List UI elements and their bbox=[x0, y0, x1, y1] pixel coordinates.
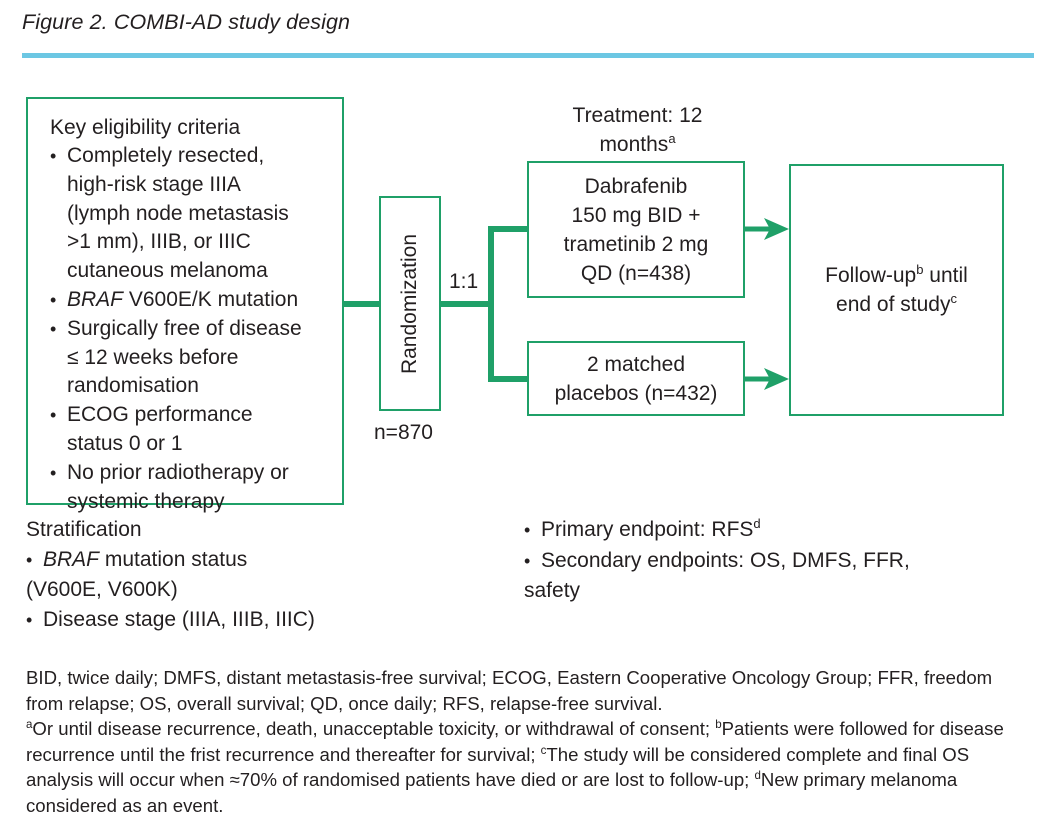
eligibility-criteria-box: Key eligibility criteria Completely rese… bbox=[26, 97, 344, 513]
footnotes-block: BID, twice daily; DMFS, distant metastas… bbox=[26, 665, 1034, 819]
footnote-marker-d: d bbox=[753, 516, 761, 531]
allocation-ratio-label: 1:1 bbox=[449, 270, 479, 293]
footnote-marker-a: a bbox=[668, 131, 676, 146]
bullet-glyph-icon: • bbox=[524, 550, 531, 571]
footnote-marker-b: b bbox=[715, 719, 722, 731]
criteria-list: Completely resected,high-risk stage IIIA… bbox=[50, 142, 332, 516]
endpoint-secondary: •Secondary endpoints: OS, DMFS, FFR, bbox=[524, 546, 994, 577]
endpoints-block: •Primary endpoint: RFSd •Secondary endpo… bbox=[524, 515, 994, 606]
footnote-marker-d: d bbox=[754, 770, 761, 783]
randomization-label: Randomization bbox=[398, 233, 421, 374]
randomization-box: Randomization bbox=[379, 196, 441, 411]
stratification-item-braf-continued: (V600E, V600K) bbox=[26, 578, 178, 601]
randomization-n-label: n=870 bbox=[374, 421, 433, 444]
footnote-marker-b: b bbox=[916, 262, 924, 277]
title-divider bbox=[22, 53, 1034, 58]
bullet-glyph-icon: • bbox=[26, 609, 33, 630]
criteria-item-braf: BRAF V600E/K mutation bbox=[50, 286, 332, 315]
page-title: Figure 2. COMBI-AD study design bbox=[22, 10, 351, 34]
bullet-glyph-icon: • bbox=[524, 520, 531, 540]
stratification-heading: Stratification bbox=[26, 518, 142, 541]
criteria-item-surgically-free: Surgically free of disease≤ 12 weeks bef… bbox=[50, 315, 332, 401]
stratification-item-disease-stage: •Disease stage (IIIA, IIIB, IIIC) bbox=[26, 605, 426, 636]
footnote-marker-a: a bbox=[26, 719, 33, 731]
footnote-marker-c: c bbox=[540, 744, 547, 757]
bullet-glyph-icon: • bbox=[26, 549, 33, 570]
criteria-item-resected: Completely resected,high-risk stage IIIA… bbox=[50, 142, 332, 286]
criteria-heading: Key eligibility criteria bbox=[50, 116, 241, 139]
footnote-abbreviations: BID, twice daily; DMFS, distant metastas… bbox=[26, 667, 993, 714]
endpoint-secondary-continued: safety bbox=[524, 579, 581, 602]
stratification-item-braf: •BRAF mutation status bbox=[26, 545, 426, 576]
footnote-marker-c: c bbox=[950, 291, 957, 306]
endpoint-primary: •Primary endpoint: RFSd bbox=[524, 515, 994, 546]
stratification-block: Stratification •BRAF mutation status (V6… bbox=[26, 515, 426, 635]
footnote-definitions: aOr until disease recurrence, death, una… bbox=[26, 718, 1004, 816]
